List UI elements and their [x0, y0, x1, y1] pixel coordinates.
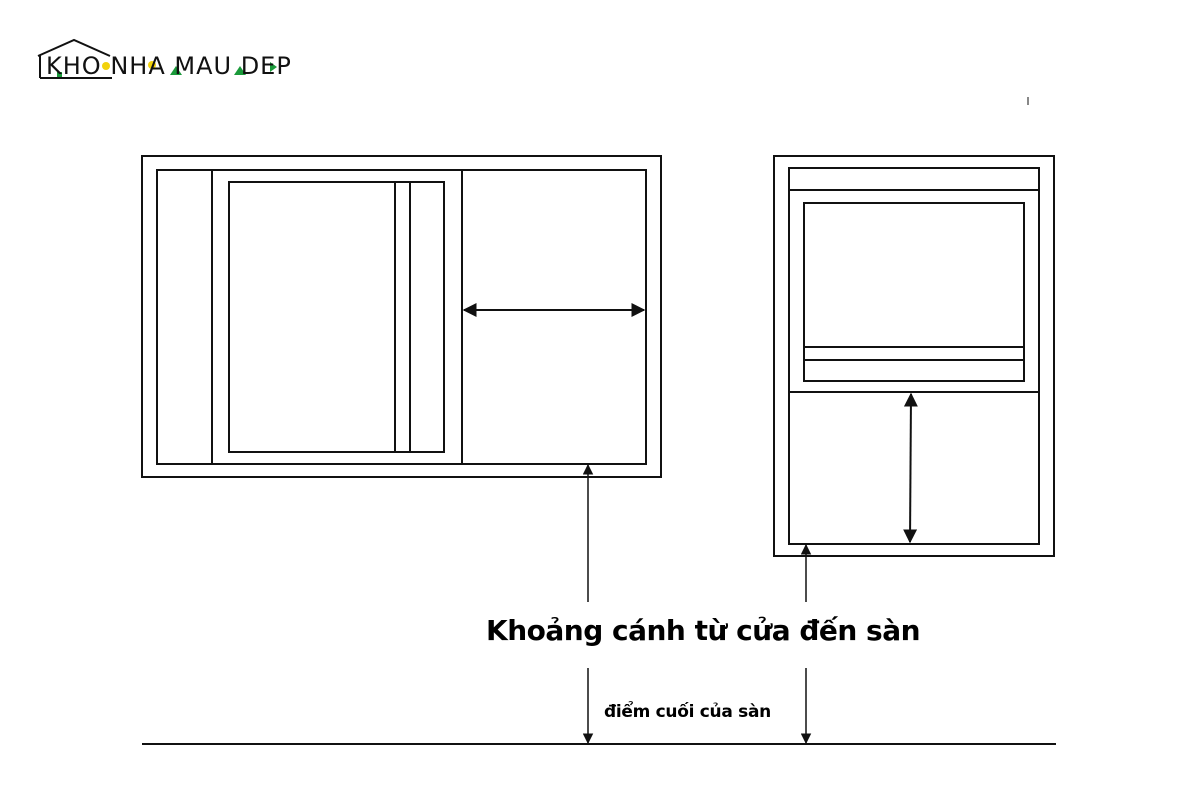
left-window-outer-frame: [141, 155, 662, 478]
left-window-sash: [228, 181, 445, 453]
brand-part-kho: KHO: [46, 52, 102, 80]
brand-part-rest: NHA MAU DEP: [110, 52, 292, 80]
left-window-inner-frame: [156, 169, 647, 465]
right-window-inner-frame: [788, 167, 1040, 545]
left-window: [141, 155, 662, 478]
brand-name: KHO NHA MAU DEP: [46, 52, 292, 80]
right-window: [773, 155, 1055, 557]
right-window-sash: [803, 202, 1025, 382]
brand-logo: KHO NHA MAU DEP: [36, 38, 326, 82]
distance-caption: Khoảng cánh từ cửa đến sàn: [486, 614, 921, 647]
scan-speck: [1027, 97, 1029, 105]
right-window-outer-frame: [773, 155, 1055, 557]
house-outline-icon: [37, 38, 277, 79]
floor-end-caption: điểm cuối của sàn: [604, 702, 771, 722]
vertical-double-arrow-icon: [903, 392, 918, 544]
